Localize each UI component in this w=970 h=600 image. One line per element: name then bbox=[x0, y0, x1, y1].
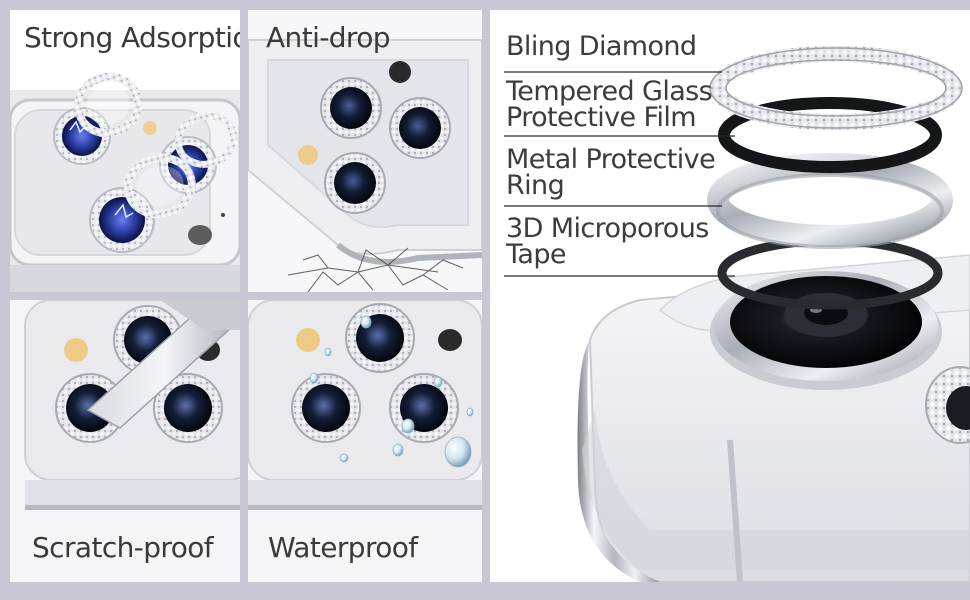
label-microporous-tape-line2: Tape bbox=[506, 239, 567, 270]
label-tempered-glass: Tempered Glass Protective Film bbox=[506, 76, 713, 133]
label-metal-ring-line2: Ring bbox=[506, 170, 565, 201]
panel-label-strong-adsorption: Strong Adsorption bbox=[24, 21, 240, 54]
water-droplets bbox=[309, 315, 474, 468]
panel-layer-breakdown: Bling Diamond Tempered Glass Protective … bbox=[490, 10, 970, 582]
label-microporous-tape: 3D Microporous Tape bbox=[506, 213, 709, 270]
panel-strong-adsorption: Strong Adsorption bbox=[10, 10, 240, 292]
panel-scratch-proof: Scratch-proof bbox=[10, 300, 240, 582]
exploded-lens-layers-image bbox=[490, 10, 970, 582]
panel-label-waterproof: Waterproof bbox=[268, 531, 418, 564]
panel-anti-drop: Anti-drop bbox=[248, 10, 482, 292]
label-bling-diamond: Bling Diamond bbox=[506, 31, 697, 62]
label-bling-diamond-text: Bling Diamond bbox=[506, 31, 697, 62]
panel-label-scratch-proof: Scratch-proof bbox=[32, 531, 214, 564]
panel-waterproof: Waterproof bbox=[248, 300, 482, 582]
scratch-proof-image bbox=[10, 300, 240, 582]
label-metal-ring: Metal Protective Ring bbox=[506, 144, 716, 201]
label-metal-ring-line1: Metal Protective bbox=[506, 144, 716, 175]
camera-lens-closeup-image bbox=[10, 72, 240, 292]
waterproof-image bbox=[248, 300, 482, 582]
panel-label-anti-drop: Anti-drop bbox=[266, 21, 391, 54]
label-microporous-tape-line1: 3D Microporous bbox=[506, 213, 709, 244]
label-tempered-glass-line2: Protective Film bbox=[506, 102, 697, 133]
anti-drop-image bbox=[248, 10, 482, 292]
label-tempered-glass-line1: Tempered Glass bbox=[506, 76, 713, 107]
